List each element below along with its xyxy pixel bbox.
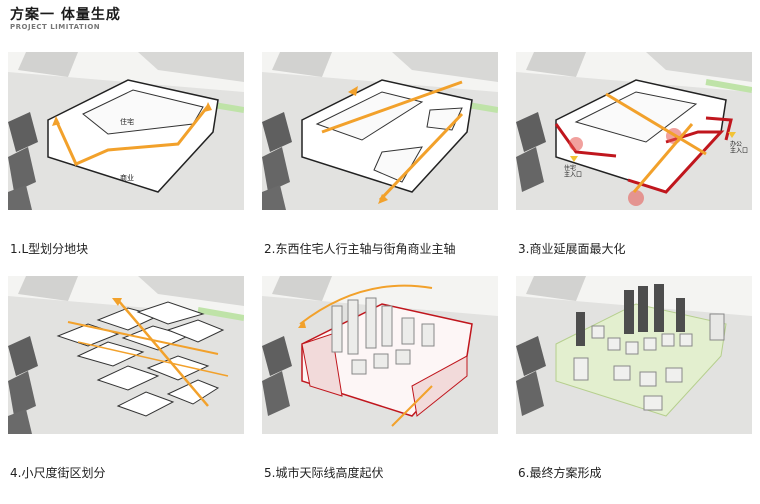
residential-label: 住宅 (120, 117, 134, 126)
panel-6-diagram (516, 276, 752, 434)
panel-1-diagram: 住宅 商业 (8, 52, 244, 210)
panel-2-caption: 2.东西住宅人行主轴与街角商业主轴 (264, 242, 456, 256)
page-subtitle: PROJECT LIMITATION (10, 23, 101, 31)
panel-3-diagram: 住宅主入口 办公主入口 (516, 52, 752, 210)
panel-5-caption: 5.城市天际线高度起伏 (264, 466, 384, 480)
panel-2-diagram (262, 52, 498, 210)
page-title: 方案一 体量生成 (10, 7, 121, 23)
office-entrance-label: 办公主入口 (730, 140, 748, 155)
panel-1-caption: 1.L型划分地块 (10, 242, 89, 256)
panel-3-caption: 3.商业延展面最大化 (518, 242, 626, 256)
panel-4-diagram (8, 276, 244, 434)
commercial-label: 商业 (120, 173, 134, 182)
panel-5-diagram (262, 276, 498, 434)
panel-4-caption: 4.小尺度街区划分 (10, 466, 106, 480)
panel-6-caption: 6.最终方案形成 (518, 466, 602, 480)
residential-entrance-label: 住宅主入口 (564, 164, 582, 179)
